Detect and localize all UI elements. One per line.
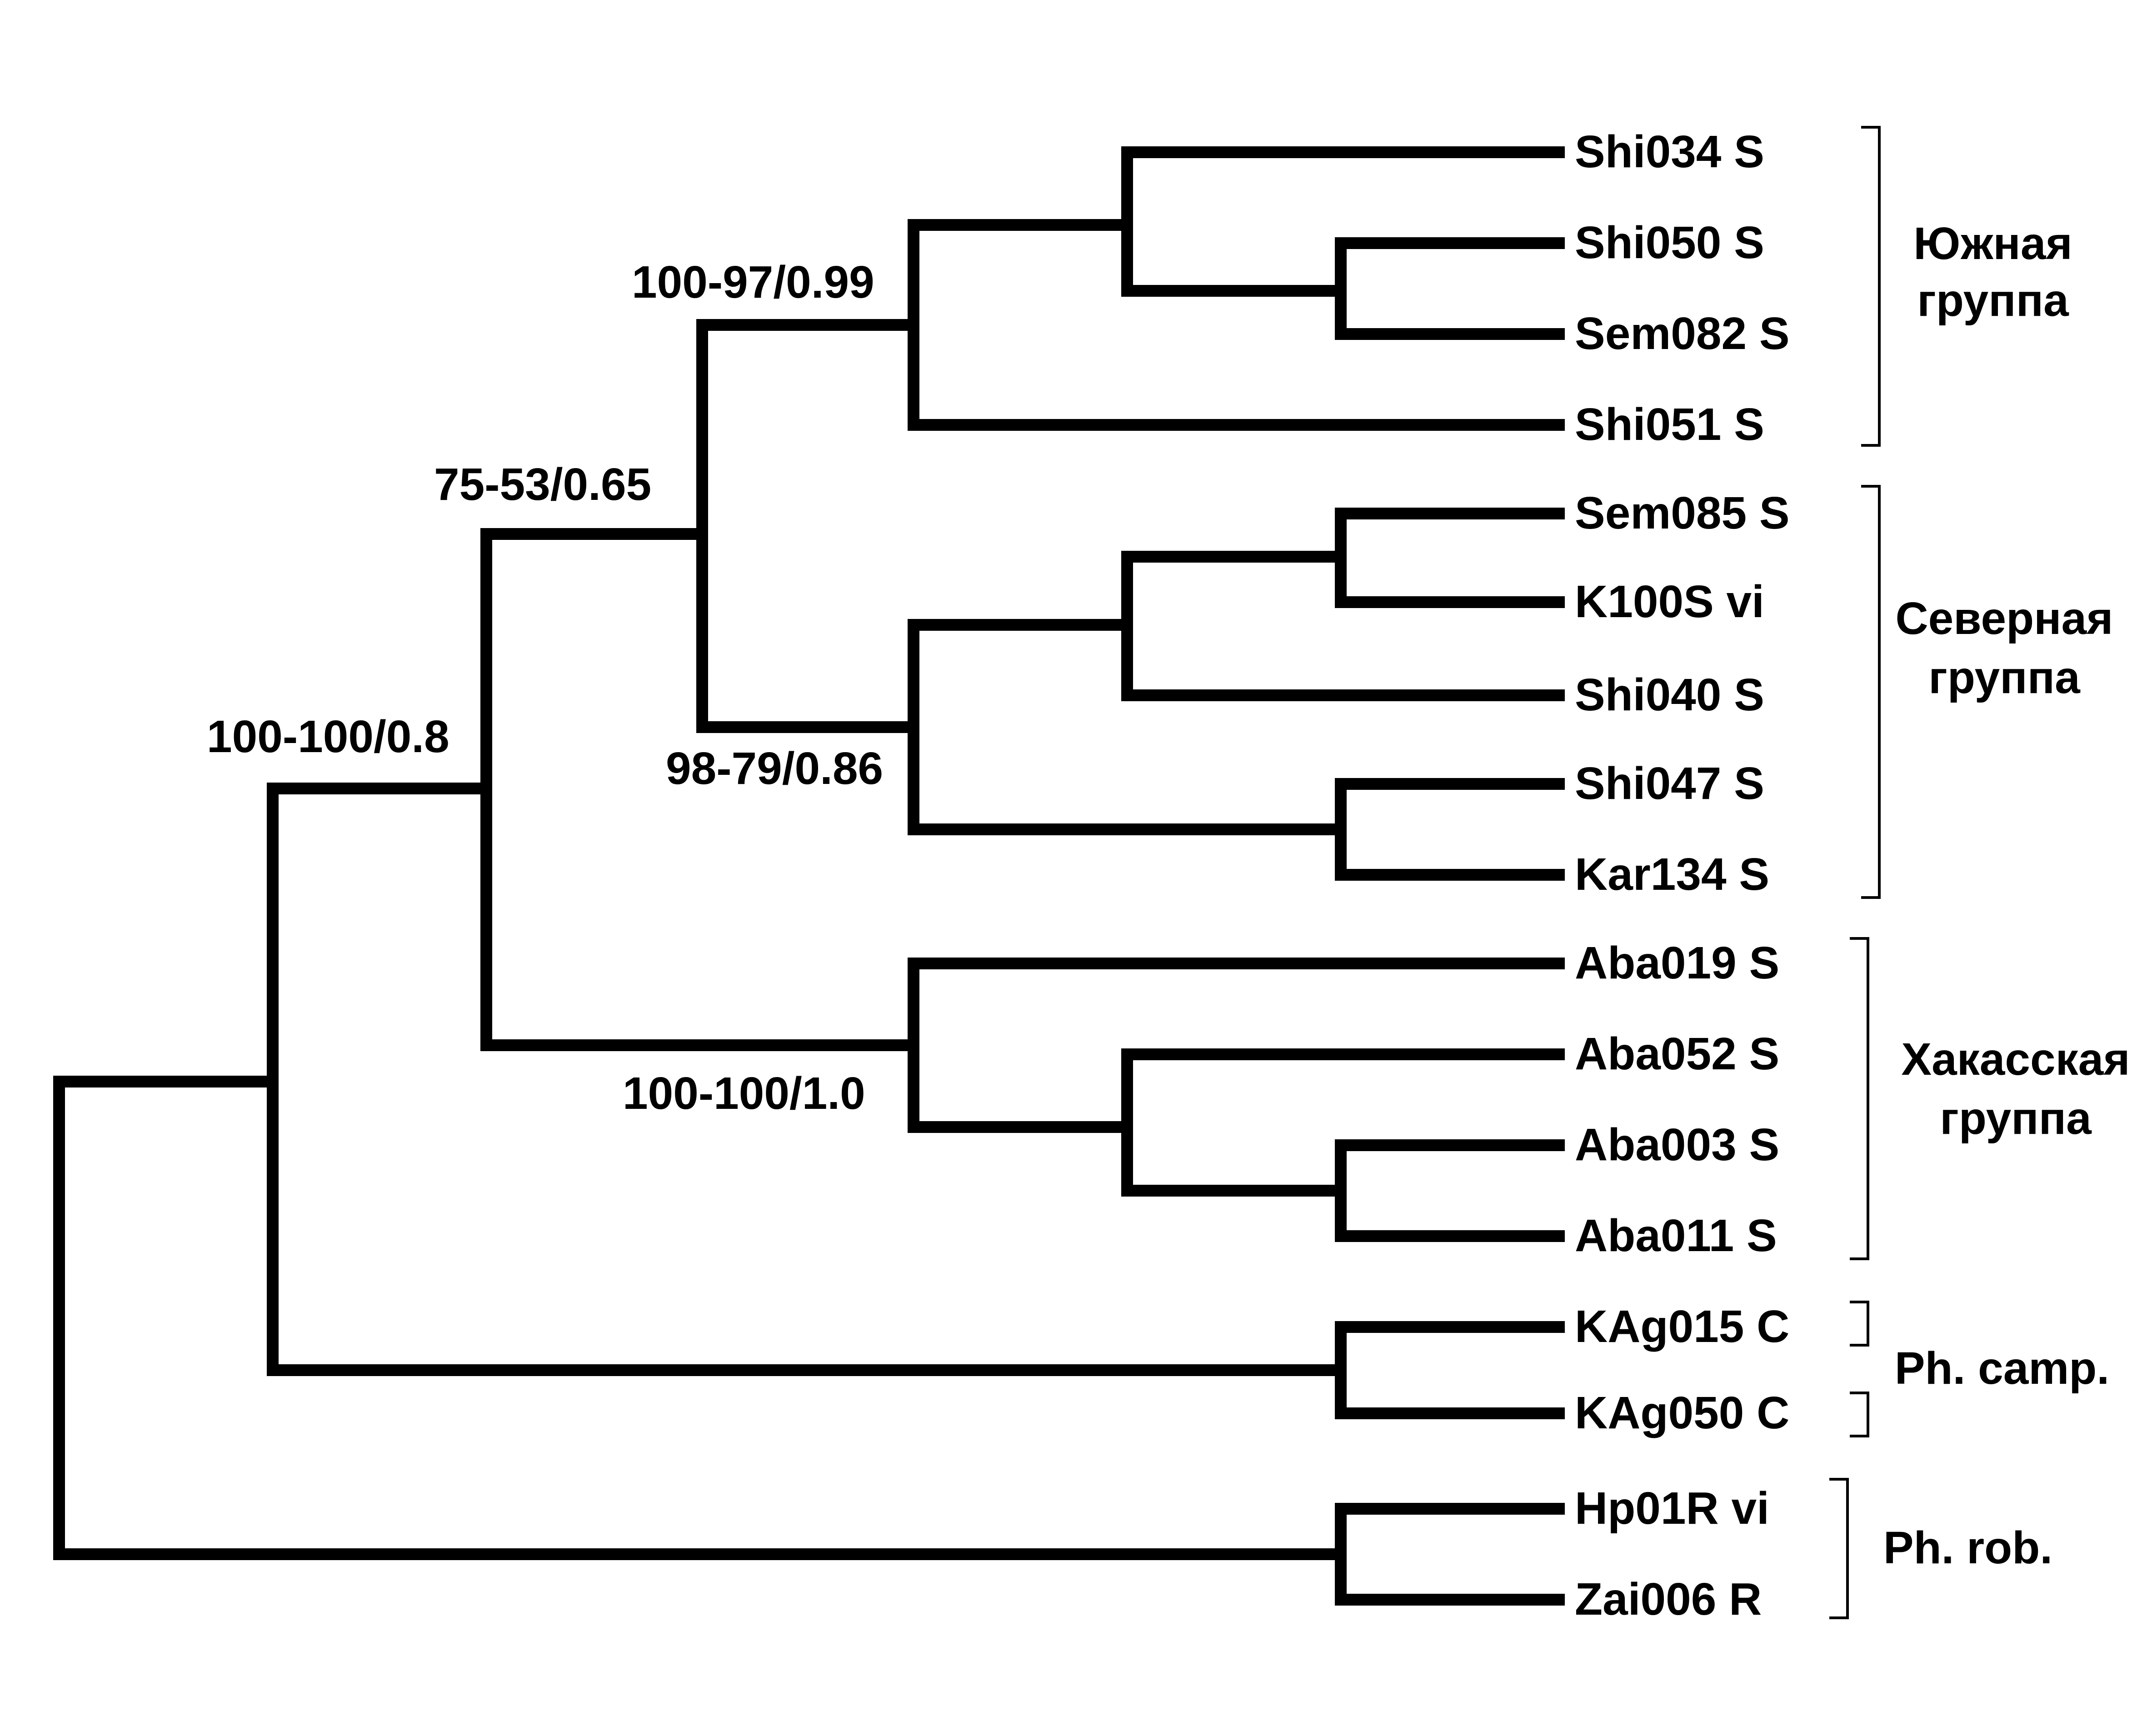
support-value: 75-53/0.65 bbox=[434, 459, 651, 510]
leaf-label: Shi051 S bbox=[1575, 399, 1764, 450]
group-label-khakass: Хакасская bbox=[1901, 1034, 2130, 1085]
leaf-label: Aba003 S bbox=[1575, 1119, 1779, 1170]
tree-branches bbox=[53, 146, 1565, 1606]
support-values: 100-100/0.8 75-53/0.65 100-97/0.99 98-79… bbox=[207, 257, 883, 1119]
group-label-northern: Северная bbox=[1895, 593, 2113, 644]
group-label-ph-camp: Ph. camp. bbox=[1895, 1343, 2109, 1394]
support-value: 100-97/0.99 bbox=[632, 257, 874, 308]
bracket-southern bbox=[1861, 126, 1881, 447]
support-value: 100-100/0.8 bbox=[207, 711, 449, 762]
leaf-label: Aba011 S bbox=[1575, 1210, 1777, 1261]
leaf-label: K100S vi bbox=[1575, 576, 1764, 627]
leaf-label: Kar134 S bbox=[1575, 849, 1769, 900]
leaf-label: KAg015 C bbox=[1575, 1301, 1789, 1352]
leaf-labels: Shi034 S Shi050 S Sem082 S Shi051 S Sem0… bbox=[1575, 126, 1790, 1625]
leaf-label: Aba052 S bbox=[1575, 1028, 1779, 1079]
support-value: 100-100/1.0 bbox=[623, 1068, 865, 1119]
bracket-ph-camp-lower bbox=[1850, 1392, 1869, 1437]
group-label-southern: группа bbox=[1917, 275, 2069, 326]
group-labels: Южная группа Северная группа Хакасская г… bbox=[1883, 218, 2130, 1573]
support-value: 98-79/0.86 bbox=[666, 743, 883, 794]
bracket-ph-camp-upper bbox=[1850, 1301, 1869, 1347]
leaf-label: Sem085 S bbox=[1575, 488, 1790, 539]
bracket-khakass bbox=[1850, 937, 1869, 1260]
leaf-label: Sem082 S bbox=[1575, 308, 1790, 359]
group-label-northern: группа bbox=[1928, 652, 2081, 703]
leaf-label: Zai006 R bbox=[1575, 1574, 1762, 1625]
group-label-southern: Южная bbox=[1913, 218, 2072, 269]
leaf-label: Shi047 S bbox=[1575, 758, 1764, 809]
leaf-label: Shi040 S bbox=[1575, 669, 1764, 720]
leaf-label: Shi034 S bbox=[1575, 126, 1764, 177]
leaf-label: Aba019 S bbox=[1575, 938, 1779, 988]
bracket-northern bbox=[1861, 485, 1881, 899]
group-label-khakass: группа bbox=[1940, 1093, 2092, 1144]
group-brackets bbox=[1829, 126, 1881, 1619]
leaf-label: Hp01R vi bbox=[1575, 1483, 1769, 1534]
leaf-label: KAg050 C bbox=[1575, 1387, 1789, 1438]
bracket-ph-rob bbox=[1829, 1478, 1849, 1619]
leaf-label: Shi050 S bbox=[1575, 217, 1764, 268]
group-label-ph-rob: Ph. rob. bbox=[1883, 1522, 2052, 1573]
